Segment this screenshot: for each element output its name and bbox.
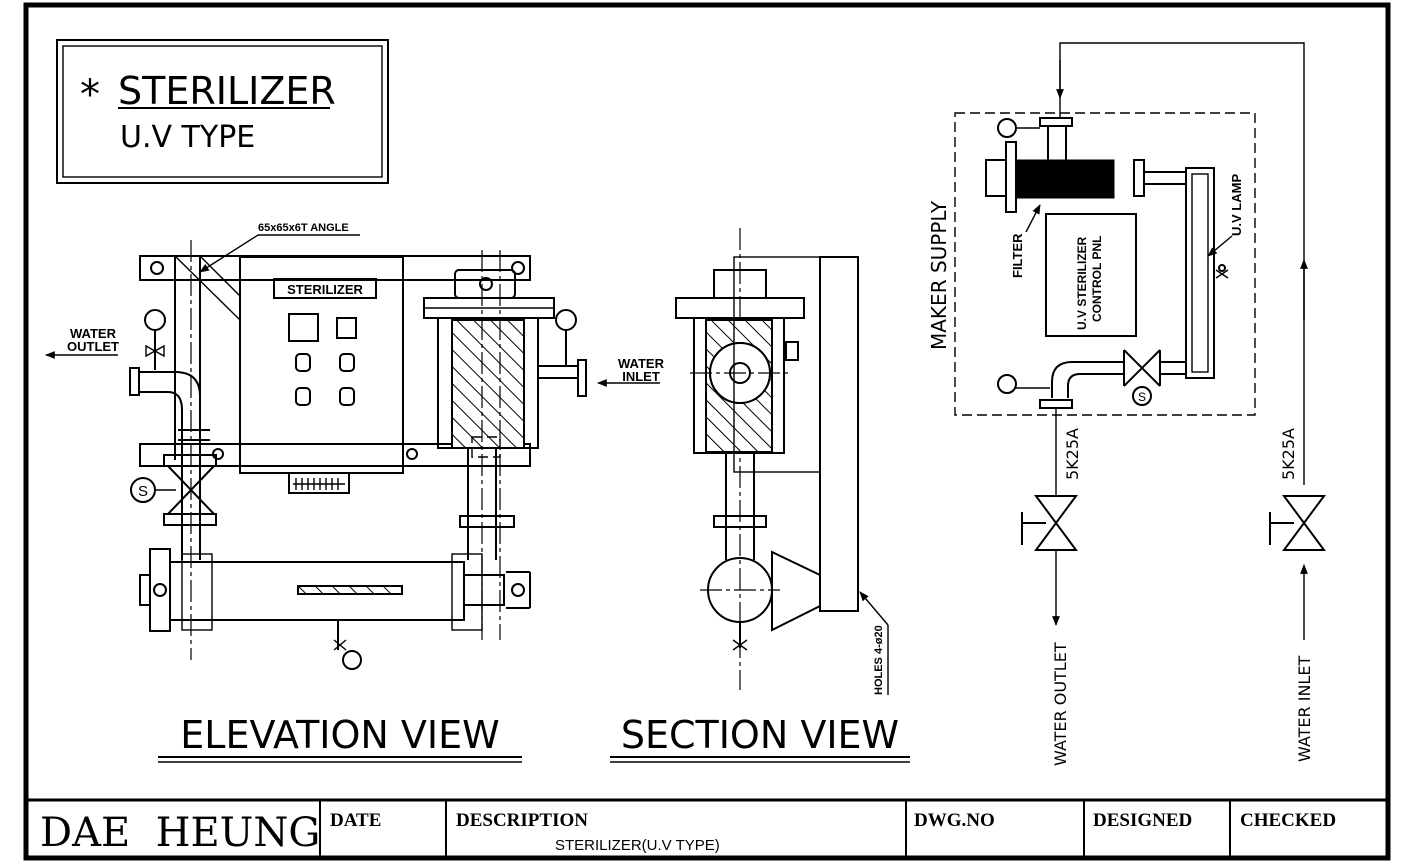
date-label: DATE bbox=[330, 810, 381, 831]
elev-water-inlet-2: INLET bbox=[622, 369, 660, 384]
dwg-no-label: DWG.NO bbox=[914, 810, 995, 831]
maker-supply-label: MAKER SUPPLY bbox=[927, 200, 951, 350]
elevation-view: 65x65x6T ANGLE STERILIZER WATER OUTLET bbox=[45, 222, 665, 763]
elev-water-inlet-1: WATER bbox=[618, 356, 665, 371]
section-view: HOLES 4-ø20 SECTION VIEW bbox=[610, 228, 910, 763]
designed-label: DESIGNED bbox=[1093, 810, 1192, 831]
uv-lamp-label: U.V LAMP bbox=[1229, 174, 1244, 236]
elev-water-outlet-2: OUTLET bbox=[67, 339, 119, 354]
angle-note: 65x65x6T ANGLE bbox=[258, 222, 349, 234]
title-box: * STERILIZER U.V TYPE bbox=[56, 39, 389, 184]
description-label: DESCRIPTION bbox=[456, 810, 588, 831]
holes-note: HOLES 4-ø20 bbox=[873, 625, 885, 695]
company-name: DAE HEUNG bbox=[40, 810, 320, 856]
schem-water-inlet: WATER INLET bbox=[1295, 656, 1314, 762]
elevation-view-label: ELEVATION VIEW bbox=[180, 713, 499, 757]
pipe-size-right: 5K25A bbox=[1279, 428, 1298, 480]
title-text: STERILIZER bbox=[118, 69, 336, 113]
title-block: DAE HEUNG DATE DESCRIPTION STERILIZER(U.… bbox=[26, 798, 1388, 858]
schematic: MAKER SUPPLY FILTER U.V STERILIZER CONTR… bbox=[927, 42, 1326, 766]
subtitle-text: U.V TYPE bbox=[120, 120, 255, 155]
panel-label: STERILIZER bbox=[287, 282, 363, 297]
maker-supply-box bbox=[954, 112, 1256, 416]
control-panel-line-1: U.V STERILIZER bbox=[1075, 236, 1089, 330]
control-panel-line-2: CONTROL PNL bbox=[1090, 236, 1104, 322]
schem-solenoid-symbol: S bbox=[1138, 390, 1146, 404]
checked-label: CHECKED bbox=[1240, 810, 1336, 831]
elev-solenoid-symbol: S bbox=[138, 483, 148, 500]
section-view-label: SECTION VIEW bbox=[621, 713, 899, 757]
drawing-border bbox=[23, 2, 1391, 861]
title-star: * bbox=[80, 72, 100, 118]
schem-water-outlet: WATER OUTLET bbox=[1051, 642, 1070, 766]
description-value: STERILIZER(U.V TYPE) bbox=[555, 837, 720, 854]
pipe-size-left: 5K25A bbox=[1063, 428, 1082, 480]
elev-water-outlet-1: WATER bbox=[70, 326, 117, 341]
filter-label: FILTER bbox=[1010, 233, 1025, 278]
